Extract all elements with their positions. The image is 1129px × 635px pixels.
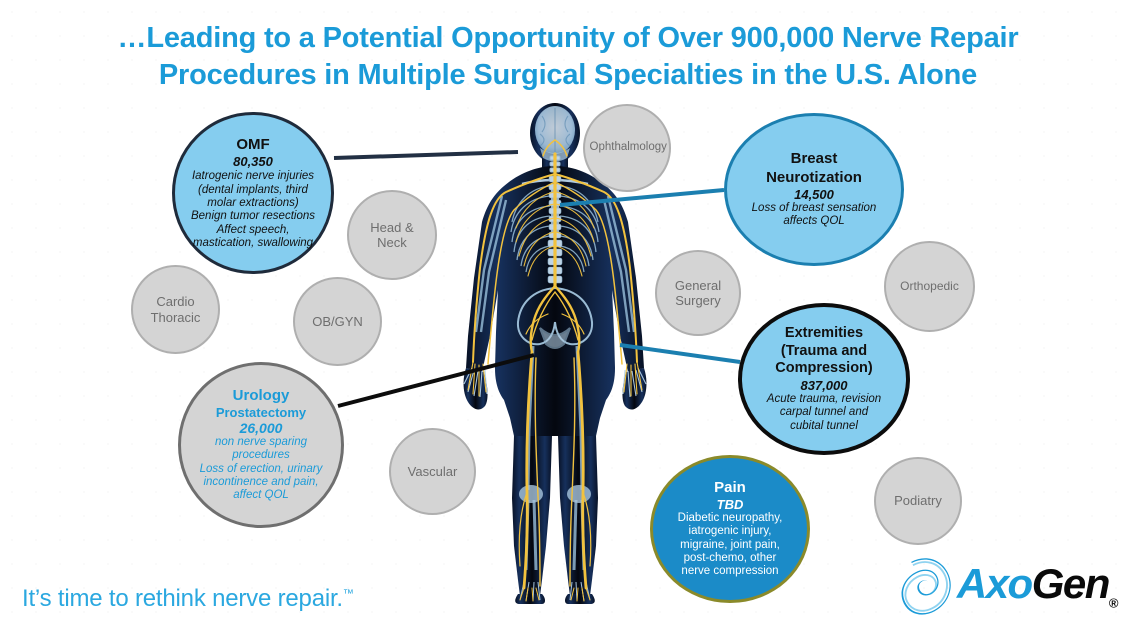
breast-title-line1: Breast [790, 150, 838, 168]
pain-desc-1: iatrogenic injury, [688, 525, 772, 538]
extremities-desc-1: carpal tunnel and [779, 406, 869, 419]
urology-number: 26,000 [239, 419, 283, 436]
omf-number: 80,350 [233, 154, 273, 170]
omf-desc-2: molar extractions) [207, 196, 299, 209]
general-label-line2: Surgery [675, 293, 721, 308]
omf-desc-5: mastication, swallowing [192, 236, 314, 249]
urology-desc-1: procedures [232, 449, 290, 462]
axogen-logo: AxoGen® [893, 553, 1119, 619]
urology-title: Urology [232, 387, 290, 405]
page-title-line1: …Leading to a Potential Opportunity of O… [117, 22, 1019, 54]
tagline-text: It’s time to rethink nerve repair. [22, 585, 343, 612]
extremities-desc-0: Acute trauma, revision [766, 393, 882, 406]
pain-title: Pain [714, 479, 746, 497]
omf-desc-3: Benign tumor resections [190, 210, 315, 223]
logo-gen: Gen [1031, 559, 1111, 607]
breast-title-line2: Neurotization [766, 168, 862, 186]
cardio-label-line1: Cardio [156, 294, 195, 310]
extremities-title-line3: Compression) [775, 360, 873, 377]
bubble-ophthalmology[interactable]: Ophthalmology [583, 104, 671, 192]
tagline: It’s time to rethink nerve repair.™ [22, 585, 354, 613]
axogen-wordmark: AxoGen® [956, 559, 1119, 611]
urology-desc-4: affect QOL [233, 489, 289, 502]
podiatry-label: Podiatry [894, 493, 942, 509]
urology-desc-2: Loss of erection, urinary [199, 462, 323, 475]
page-title-line2: Procedures in Multiple Surgical Specialt… [158, 59, 978, 92]
vascular-label: Vascular [407, 463, 458, 479]
bubble-head-and-neck[interactable]: Head & Neck [347, 190, 437, 280]
omf-desc-4: Affect speech, [216, 223, 290, 236]
cardio-label-line2: Thoracic [150, 309, 201, 325]
tagline-trademark: ™ [342, 588, 354, 600]
extremities-title-line2: (Trauma and [780, 342, 868, 359]
omf-desc-1: (dental implants, third [198, 183, 308, 196]
bubble-omf[interactable]: OMF 80,350 Iatrogenic nerve injuries (de… [172, 112, 334, 274]
logo-axo: Axo [956, 559, 1033, 607]
bubble-cardio-thoracic[interactable]: Cardio Thoracic [131, 265, 220, 354]
pain-desc-2: migraine, joint pain, [680, 538, 780, 551]
general-label-line1: General [674, 277, 722, 293]
orthopedic-label: Orthopedic [900, 278, 959, 293]
omf-title: OMF [236, 135, 270, 153]
omf-desc-0: Iatrogenic nerve injuries [191, 170, 315, 183]
extremities-desc-2: cubital tunnel [790, 419, 858, 432]
axogen-swirl-icon [901, 558, 951, 615]
urology-subtitle: Prostatectomy [215, 404, 307, 420]
headneck-label-line1: Head & [370, 219, 414, 235]
breast-desc-0: Loss of breast sensation [751, 202, 877, 214]
extremities-number: 837,000 [800, 378, 848, 393]
ophthalmology-label: Ophthalmology [589, 141, 667, 154]
bubble-vascular[interactable]: Vascular [389, 428, 476, 515]
pain-desc-3: post-chemo, other [683, 551, 777, 564]
obgyn-label: OB/GYN [312, 313, 363, 329]
bubble-ob-gyn[interactable]: OB/GYN [293, 277, 382, 366]
breast-desc-1: affects QOL [783, 215, 845, 228]
bubble-pain[interactable]: Pain TBD Diabetic neuropathy, iatrogenic… [650, 455, 810, 603]
bubble-podiatry[interactable]: Podiatry [874, 457, 962, 545]
breast-number: 14,500 [794, 186, 834, 202]
skeleton-overlay [463, 106, 647, 602]
nervous-system-overlay [467, 139, 643, 602]
bubble-orthopedic[interactable]: Orthopedic [884, 241, 975, 332]
extremities-title-line1: Extremities [784, 324, 864, 341]
headneck-label-line2: Neck [377, 235, 407, 250]
pain-desc-4: nerve compression [681, 565, 779, 578]
bubble-urology[interactable]: Urology Prostatectomy 26,000 non nerve s… [178, 362, 344, 528]
urology-desc-3: incontinence and pain, [203, 476, 319, 489]
bubble-general-surgery[interactable]: General Surgery [655, 250, 741, 336]
logo-registered: ® [1108, 595, 1119, 611]
bubble-extremities[interactable]: Extremities (Trauma and Compression) 837… [738, 303, 910, 455]
urology-desc-0: non nerve sparing [214, 436, 308, 449]
pain-number: TBD [716, 496, 744, 512]
pain-desc-0: Diabetic neuropathy, [677, 511, 783, 524]
bubble-breast-neurotization[interactable]: Breast Neurotization 14,500 Loss of brea… [724, 113, 904, 266]
page-title: …Leading to a Potential Opportunity of O… [48, 20, 1088, 94]
